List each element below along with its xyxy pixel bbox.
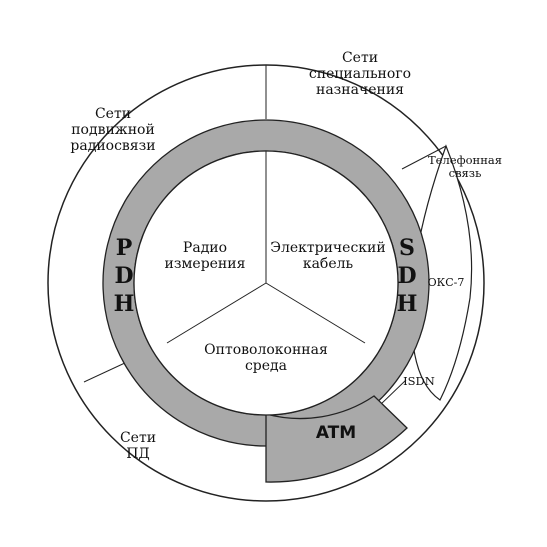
inner-divider-left bbox=[166, 282, 267, 344]
sdh-letter-h: H bbox=[396, 291, 418, 317]
sdh-letter-s: S bbox=[399, 235, 415, 261]
label-radio-measurements: Радио измерения bbox=[164, 240, 246, 273]
label-okc7: ОКС-7 bbox=[427, 276, 465, 289]
label-mobile-networks: Сети подвижной радиосвязи bbox=[70, 106, 156, 155]
atm-block bbox=[265, 395, 408, 483]
label-electric-cable: Электрический кабель bbox=[270, 240, 386, 273]
pdh-letter-p: P bbox=[115, 235, 133, 261]
divider-phone bbox=[401, 145, 447, 170]
label-isdn: ISDN bbox=[403, 374, 435, 388]
sdh-letter-d: D bbox=[397, 263, 417, 289]
pdh-letter-h: H bbox=[113, 291, 135, 317]
divider-lower-left bbox=[83, 361, 128, 383]
label-pd-networks: Сети ПД bbox=[119, 430, 157, 463]
label-telephone: Телефонная связь bbox=[428, 153, 502, 181]
isdn-divider bbox=[379, 379, 407, 406]
pdh-letter-d: D bbox=[114, 263, 134, 289]
label-atm: ATM bbox=[315, 423, 357, 443]
inner-divider-right bbox=[265, 282, 366, 344]
label-special-networks: Сети специального назначения bbox=[308, 50, 412, 99]
label-fiber-medium: Оптоволоконная среда bbox=[204, 342, 328, 375]
